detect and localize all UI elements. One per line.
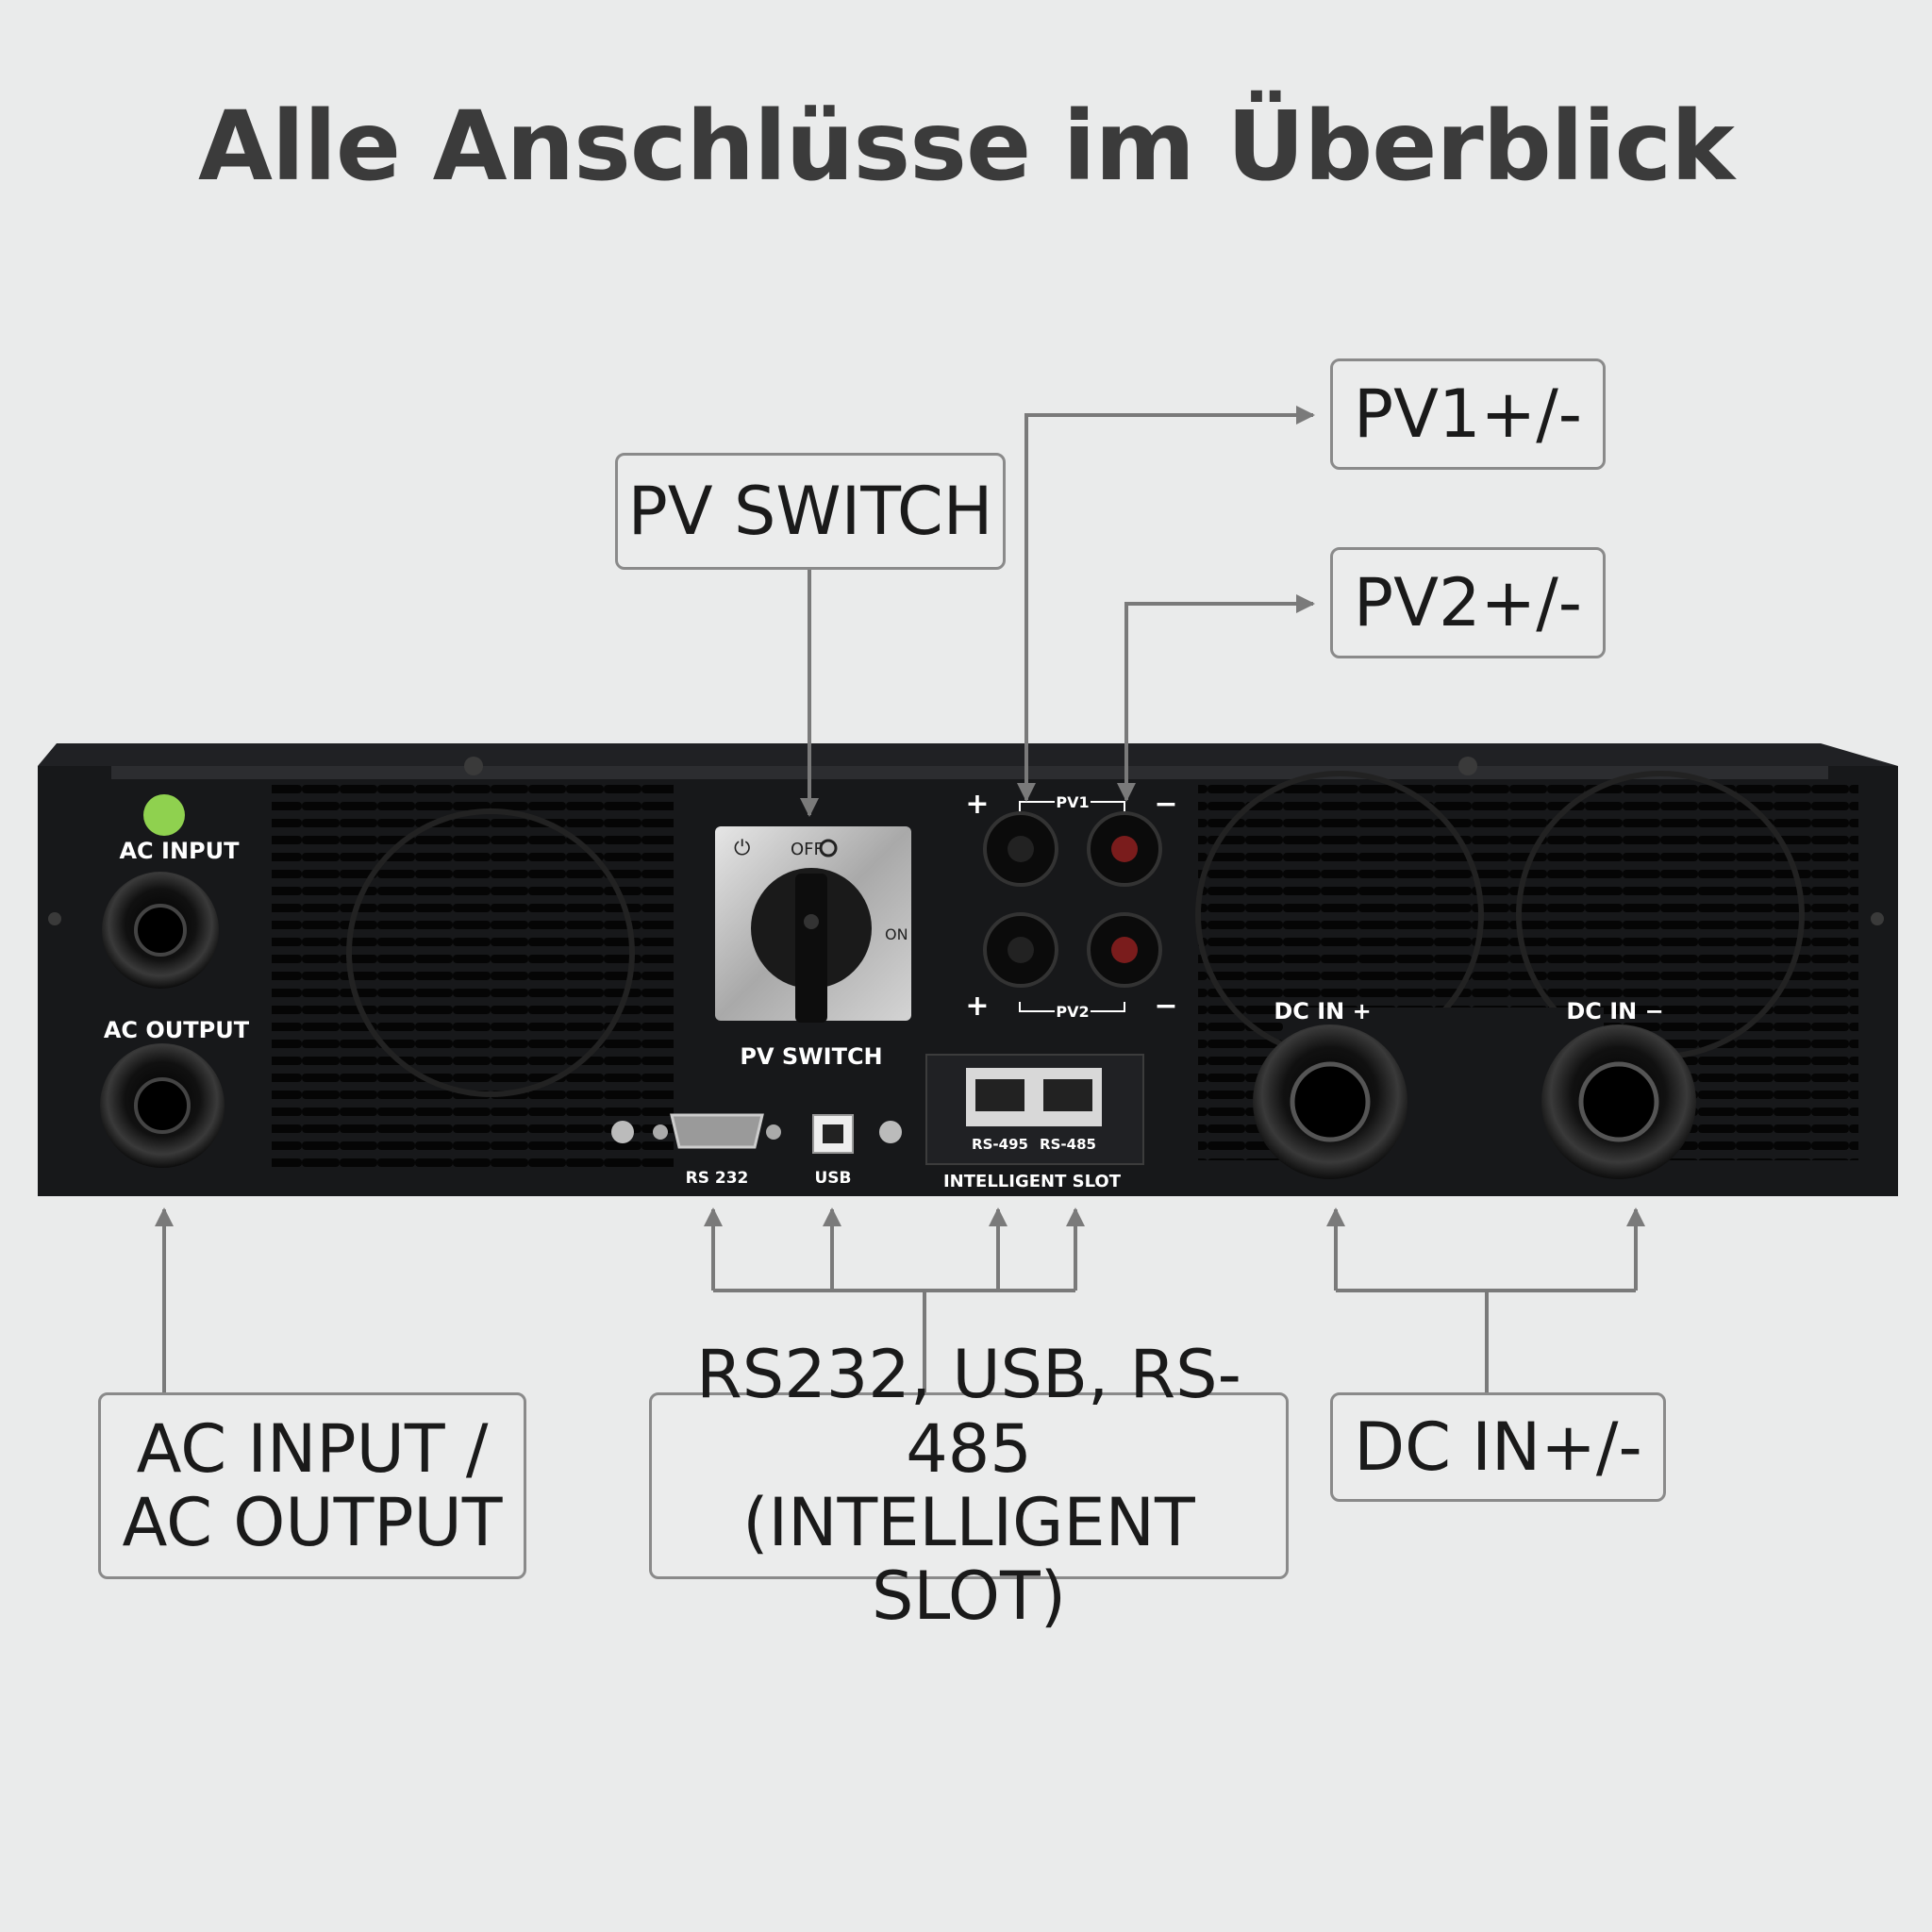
panel-label-ac-output: AC OUTPUT: [104, 1017, 250, 1043]
power-symbol-icon: ⏻: [734, 837, 750, 860]
pv2-plus-sign: +: [965, 990, 989, 1023]
screw-icon: [611, 1121, 634, 1143]
pv1-plus-sign: +: [965, 788, 989, 821]
panel-label-rs232: RS 232: [686, 1169, 749, 1188]
leader-pv2: [1117, 594, 1315, 802]
callout-pv-switch-text: PV SWITCH: [627, 472, 993, 550]
rs232-port: [670, 1113, 764, 1149]
callout-comm: RS232, USB, RS-485 (INTELLIGENT SLOT): [649, 1338, 1289, 1634]
switch-on-label: ON: [885, 925, 908, 943]
panel-label-usb: USB: [814, 1169, 851, 1188]
screw-icon: [879, 1121, 902, 1143]
callout-ac-line2: AC OUTPUT: [122, 1484, 503, 1561]
callout-pv-switch: PV SWITCH: [615, 453, 1006, 570]
panel-label-pv-switch: PV SWITCH: [740, 1043, 882, 1070]
page-title: Alle Anschlüsse im Überblick: [198, 91, 1735, 203]
leader-dc-bus: [1336, 1289, 1636, 1392]
panel-label-rs485: RS-485: [1040, 1136, 1096, 1153]
panel-label-dc-in-plus: DC IN +: [1274, 998, 1371, 1024]
leader-pv1: [1017, 406, 1315, 802]
panel-label-rs495: RS-495: [972, 1136, 1028, 1153]
panel-label-pv1: PV1: [1056, 793, 1089, 811]
vent-grille-left: [272, 783, 674, 1172]
screw-icon: [1871, 912, 1884, 925]
leader-lines: [155, 406, 1645, 1392]
callout-comm-line1: RS232, USB, RS-485: [696, 1336, 1241, 1488]
panel-label-ac-input: AC INPUT: [119, 838, 240, 864]
fan-left-icon: [346, 808, 635, 1097]
callout-ac: AC INPUT / AC OUTPUT: [98, 1392, 526, 1579]
inverter-back-panel: AC INPUT AC OUTPUT ⏻ OFF ON PV SWITCH + …: [38, 743, 1898, 1196]
callout-dc-text: DC IN+/-: [1354, 1407, 1642, 1486]
callout-dc: DC IN+/-: [1330, 1392, 1666, 1502]
screw-icon: [464, 757, 483, 775]
callout-comm-line2: (INTELLIGENT SLOT): [742, 1484, 1195, 1636]
callout-pv1: PV1+/-: [1330, 358, 1606, 470]
callout-pv2: PV2+/-: [1330, 547, 1606, 658]
panel-label-pv2: PV2: [1056, 1003, 1089, 1021]
screw-icon: [1458, 757, 1477, 775]
leader-comm-bus: [713, 1289, 1075, 1392]
screw-icon: [48, 912, 61, 925]
panel-label-intelligent-slot: INTELLIGENT SLOT: [943, 1172, 1122, 1191]
callout-ac-line1: AC INPUT /: [136, 1409, 489, 1488]
pv1-minus-sign: −: [1154, 788, 1177, 821]
callout-pv1-text: PV1+/-: [1353, 375, 1583, 453]
switch-off-label: OFF: [791, 840, 824, 859]
pv2-minus-sign: −: [1154, 990, 1177, 1023]
cert-badge-icon: [143, 794, 185, 836]
panel-label-dc-in-minus: DC IN −: [1566, 998, 1663, 1024]
callout-pv2-text: PV2+/-: [1353, 563, 1583, 641]
